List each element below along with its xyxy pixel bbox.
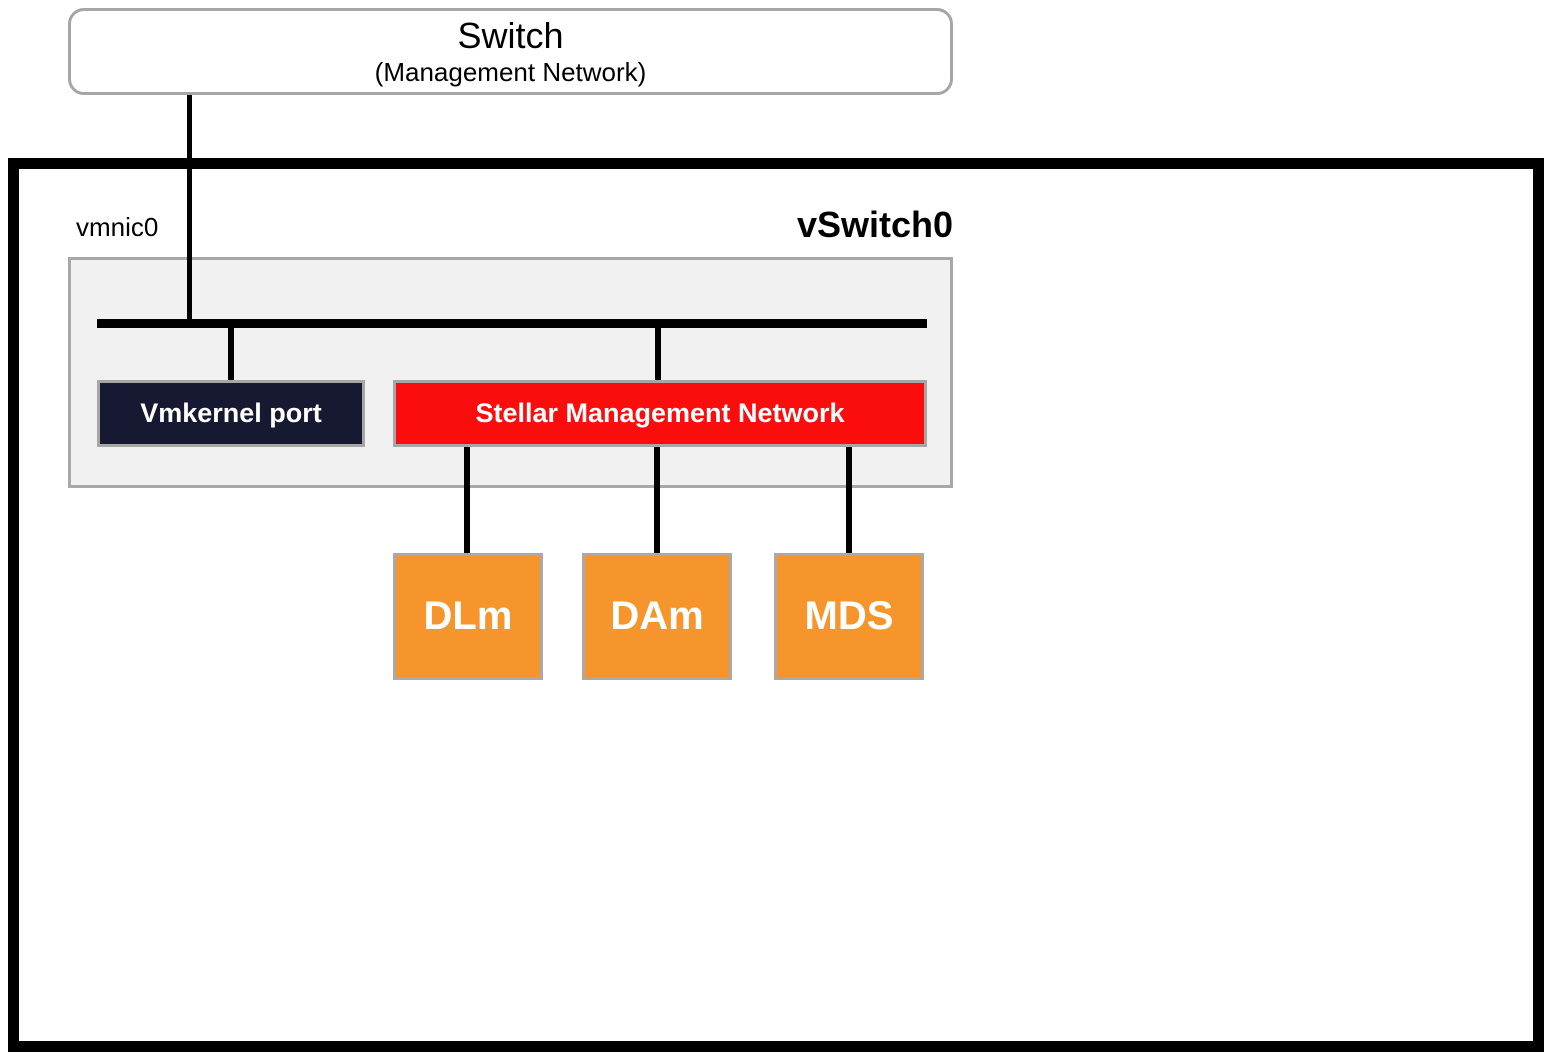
stellar-network-box: Stellar Management Network	[393, 380, 927, 447]
stellar-connector-line	[655, 328, 661, 381]
switch-subtitle: (Management Network)	[374, 56, 647, 87]
vm-node-dam: DAm	[582, 553, 732, 680]
switch-node: Switch (Management Network)	[68, 8, 953, 95]
dlm-connector-line	[464, 447, 470, 553]
vswitch-host-box	[8, 158, 1544, 1052]
vmnic0-label: vmnic0	[76, 212, 159, 242]
dam-connector-line	[654, 447, 660, 553]
vm-node-mds: MDS	[774, 553, 924, 680]
vswitch-port-panel	[68, 257, 953, 488]
vm-label-dlm: DLm	[423, 594, 513, 638]
vm-label-mds: MDS	[804, 594, 894, 638]
vmkernel-port-box: Vmkernel port	[97, 380, 365, 447]
stellar-network-label: Stellar Management Network	[475, 398, 845, 428]
vm-node-dlm: DLm	[393, 553, 543, 680]
bus-bar-line	[97, 319, 927, 328]
switch-title: Switch	[457, 14, 564, 56]
uplink-connector-line	[187, 95, 192, 324]
vm-label-dam: DAm	[610, 594, 704, 638]
mds-connector-line	[846, 447, 852, 553]
vswitch0-title: vSwitch0	[796, 204, 953, 245]
vmkernel-port-label: Vmkernel port	[140, 398, 322, 428]
vmkernel-connector-line	[228, 328, 234, 381]
